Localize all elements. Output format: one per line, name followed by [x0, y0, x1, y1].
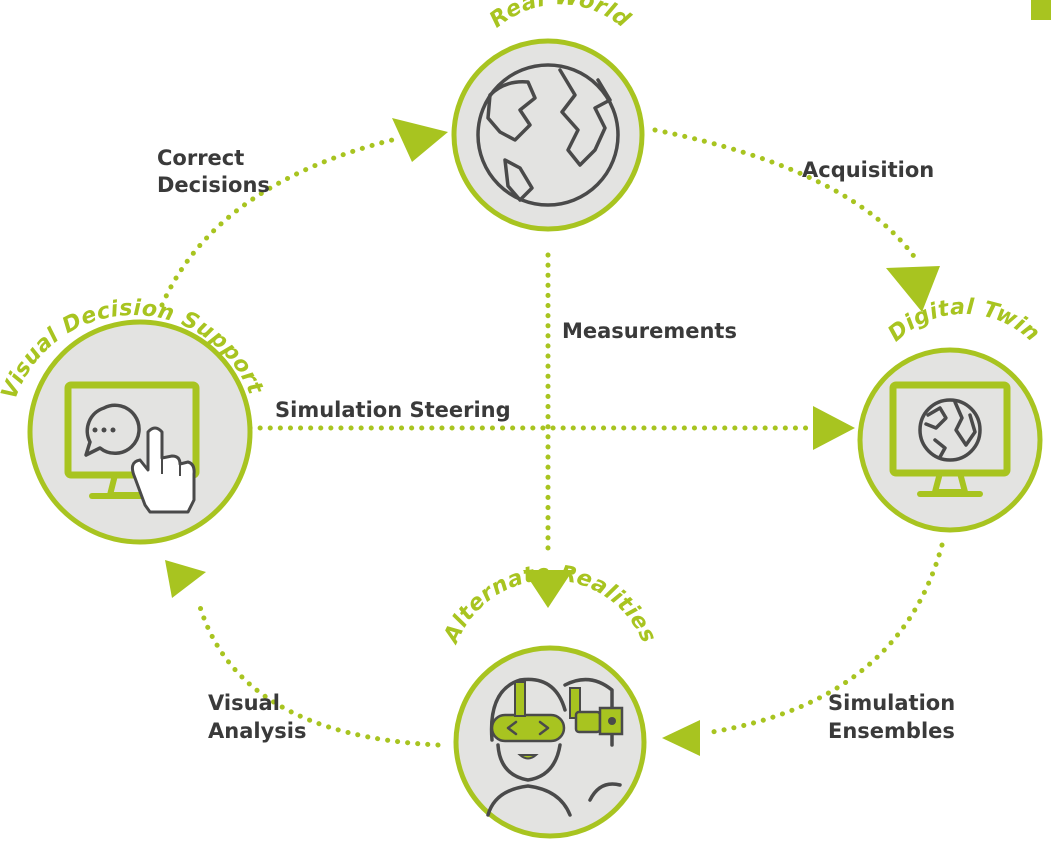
- label-correct-decisions-line2: Decisions: [157, 173, 270, 197]
- arrowheads: [165, 118, 940, 756]
- connector-acquisition: [652, 127, 921, 265]
- digital-twin-title: Digital Twin: [884, 295, 1045, 347]
- chat-bubble-icon: [84, 403, 141, 457]
- connectors: [159, 127, 945, 748]
- monitor-touch-chat-icon: [64, 381, 200, 514]
- connector-visual-analysis: [195, 597, 441, 748]
- real-world-circle: [451, 38, 645, 232]
- pointing-hand-icon: [130, 426, 196, 514]
- label-simulation-ensembles-line2: Ensembles: [828, 719, 955, 743]
- label-correct-decisions-line1: Correct: [157, 146, 244, 170]
- label-simulation-steering: Simulation Steering: [275, 398, 511, 422]
- label-acquisition: Acquisition: [802, 158, 934, 182]
- label-measurements: Measurements: [562, 319, 737, 343]
- digital-twin-circle: [857, 347, 1043, 533]
- vr-headset-people-icon: [486, 677, 624, 817]
- arrowhead-to-real-world: [392, 118, 448, 162]
- label-simulation-ensembles-line1: Simulation: [828, 691, 955, 715]
- arrowhead-to-digital-twin-steering: [813, 406, 855, 450]
- node-digital-twin: Digital Twin: [857, 295, 1045, 533]
- arrowhead-to-visual-decision-support: [165, 560, 206, 598]
- arrowhead-to-digital-twin: [886, 266, 940, 312]
- svg-text:Real World: Real World: [485, 0, 635, 33]
- label-visual-analysis-line1: Visual: [208, 691, 280, 715]
- label-visual-analysis-line2: Analysis: [208, 719, 306, 743]
- arrowhead-to-alternate-realities: [523, 570, 573, 608]
- svg-text:Digital Twin: Digital Twin: [884, 295, 1045, 347]
- edge-labels: Acquisition Correct Decisions Measuremen…: [157, 146, 955, 743]
- connector-simulation-ensembles: [709, 542, 945, 735]
- node-real-world: Real World: [451, 0, 645, 232]
- connector-correct-decisions: [159, 137, 395, 308]
- real-world-title: Real World: [485, 0, 634, 33]
- globe-icon: [476, 63, 620, 207]
- node-visual-decision-support: Visual Decision Support: [0, 296, 268, 545]
- arrowhead-to-alternate-realities-ensembles: [662, 720, 700, 756]
- corner-accent: [1031, 0, 1051, 20]
- monitor-globe-icon: [889, 381, 1011, 497]
